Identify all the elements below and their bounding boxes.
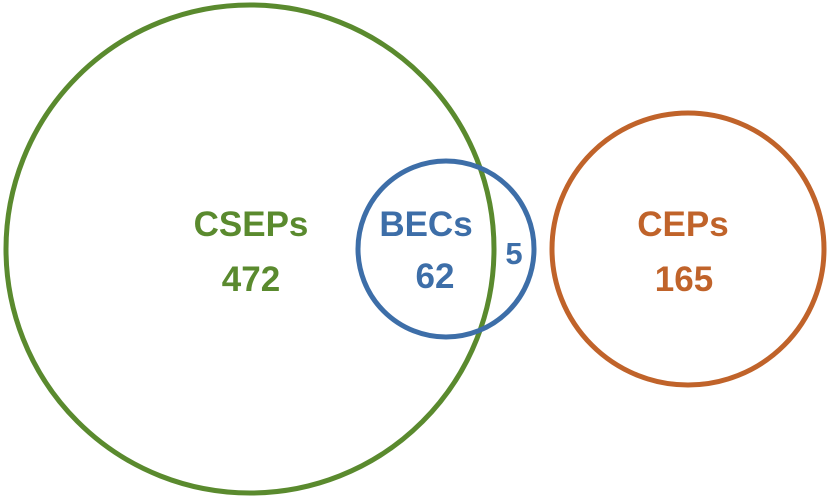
ceps-circle bbox=[549, 110, 827, 388]
becs-circle bbox=[355, 158, 537, 340]
cseps-circle bbox=[3, 2, 497, 496]
becs-label: BECs bbox=[379, 205, 472, 244]
ceps-label: CEPs bbox=[637, 205, 728, 244]
becs-only-count: 5 bbox=[505, 236, 522, 271]
becs-count: 62 bbox=[416, 257, 455, 296]
cseps-count: 472 bbox=[222, 260, 280, 299]
ceps-count: 165 bbox=[655, 260, 713, 299]
cseps-label: CSEPs bbox=[194, 205, 309, 244]
